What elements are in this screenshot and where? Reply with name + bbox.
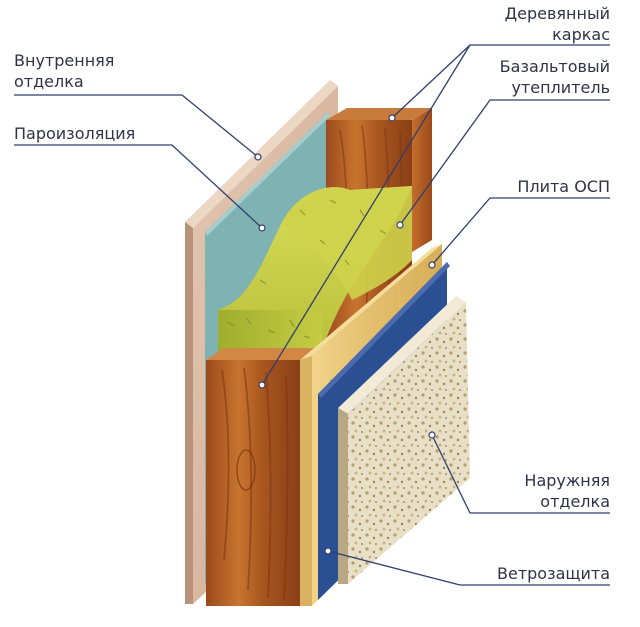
label-inner-finish: Внутренняя отделка: [14, 50, 114, 92]
label-wood-frame-line1: Деревянный: [504, 4, 610, 23]
label-wind-barrier: Ветрозащита: [497, 563, 610, 584]
label-basalt-line1: Базальтовый: [499, 57, 610, 76]
outer-finish-layer: [338, 296, 470, 584]
label-basalt-insulation: Базальтовый утеплитель: [500, 56, 610, 98]
label-outer-finish: Наружняя отделка: [524, 470, 610, 512]
label-vapor-barrier: Пароизоляция: [14, 123, 135, 144]
label-outer-finish-line1: Наружняя: [524, 471, 610, 490]
leader-vapor-barrier: [14, 144, 263, 229]
label-osb-board: Плита ОСП: [517, 176, 610, 197]
label-vapor-barrier-text: Пароизоляция: [14, 124, 136, 143]
front-wood-stud: [206, 348, 318, 606]
label-inner-finish-line2: отделка: [14, 72, 84, 91]
leader-osb: [431, 197, 610, 266]
leader-outer-finish: [431, 434, 610, 514]
label-osb-text: Плита ОСП: [517, 177, 610, 196]
leader-basalt: [399, 99, 610, 226]
leader-wind-barrier: [327, 550, 610, 586]
leader-wood-frame-front: [261, 44, 471, 386]
label-wood-frame: Деревянный каркас: [505, 3, 610, 45]
label-basalt-line2: утеплитель: [511, 78, 610, 97]
leader-dots: [254, 114, 436, 555]
label-inner-finish-line1: Внутренняя: [14, 51, 115, 70]
basalt-insulation-block: [218, 186, 412, 352]
leader-inner-finish: [14, 94, 259, 158]
label-wood-frame-line2: каркас: [552, 25, 610, 44]
label-outer-finish-line2: отделка: [540, 492, 610, 511]
label-wind-barrier-text: Ветрозащита: [497, 564, 610, 583]
leader-lines: [14, 44, 610, 586]
